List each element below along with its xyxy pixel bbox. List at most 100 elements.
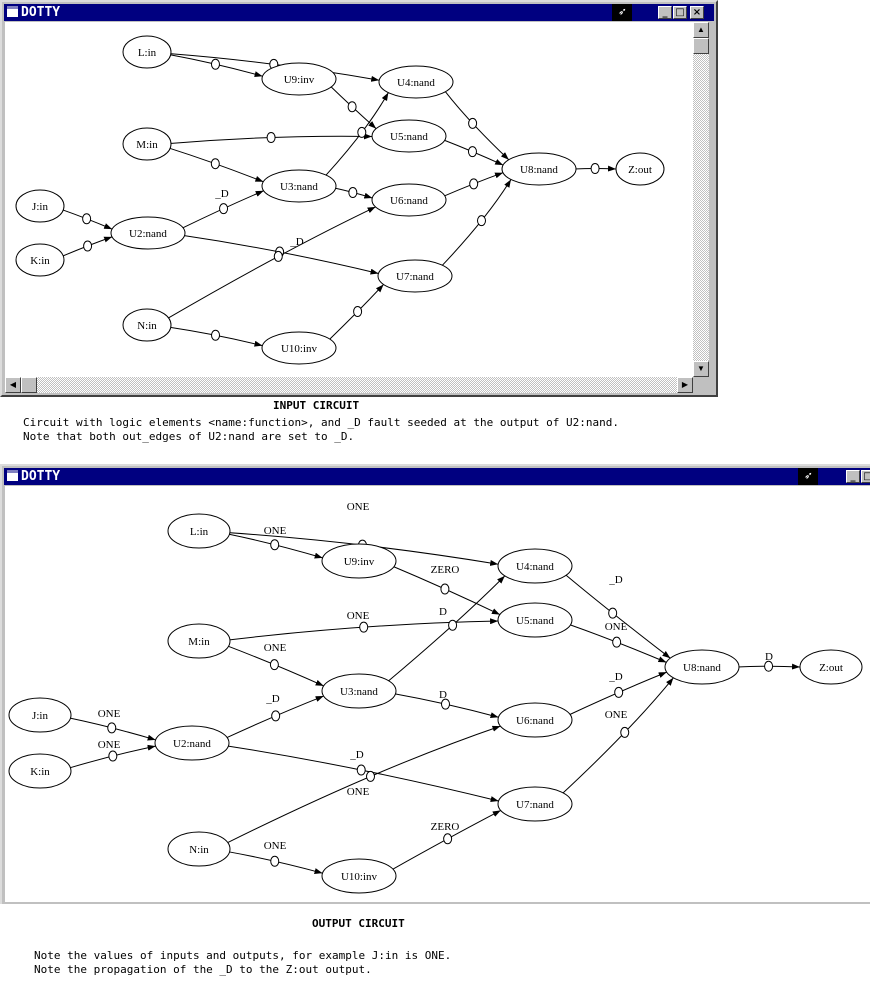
- edge-handle[interactable]: [614, 686, 624, 698]
- node-label: N:in: [189, 844, 209, 856]
- node-U10[interactable]: U10:inv: [261, 331, 337, 365]
- minimize-button[interactable]: _: [846, 470, 860, 483]
- minimize-button[interactable]: _: [658, 6, 672, 19]
- edge-handle[interactable]: [210, 158, 220, 170]
- window-title: DOTTY: [21, 469, 61, 484]
- edge-handle[interactable]: [83, 240, 93, 252]
- node-U3[interactable]: U3:nand: [321, 673, 397, 709]
- node-M[interactable]: M:in: [122, 127, 172, 161]
- caption-heading: OUTPUT CIRCUIT: [312, 917, 405, 930]
- rocket-icon[interactable]: ➶: [612, 4, 632, 21]
- scroll-left-button[interactable]: ◀: [5, 377, 21, 393]
- node-U4[interactable]: U4:nand: [497, 548, 573, 584]
- edge-handle[interactable]: [468, 117, 478, 129]
- scroll-right-button[interactable]: ▶: [677, 377, 693, 393]
- vertical-scrollbar[interactable]: ▲ ▼: [693, 22, 709, 377]
- node-U9[interactable]: U9:inv: [261, 62, 337, 96]
- node-Z[interactable]: Z:out: [799, 649, 863, 685]
- scroll-down-button[interactable]: ▼: [693, 361, 709, 377]
- node-U8[interactable]: U8:nand: [501, 152, 577, 186]
- close-button[interactable]: ×: [690, 6, 704, 19]
- edge-handle[interactable]: [107, 722, 117, 734]
- node-U8[interactable]: U8:nand: [664, 649, 740, 685]
- node-K[interactable]: K:in: [8, 753, 72, 789]
- node-U2[interactable]: U2:nand: [110, 216, 186, 250]
- node-label: N:in: [137, 320, 157, 332]
- edge-handle[interactable]: [271, 710, 281, 722]
- node-U7[interactable]: U7:nand: [377, 259, 453, 293]
- scroll-thumb[interactable]: [693, 38, 709, 54]
- node-J[interactable]: J:in: [8, 697, 72, 733]
- scroll-thumb-h[interactable]: [21, 377, 37, 393]
- edge-handle[interactable]: [210, 58, 220, 70]
- node-L[interactable]: L:in: [122, 35, 172, 69]
- edge-handle[interactable]: [357, 126, 367, 138]
- edge-handle[interactable]: [269, 659, 279, 671]
- edge-handle[interactable]: [440, 583, 450, 595]
- node-K[interactable]: K:in: [15, 243, 65, 277]
- horizontal-scrollbar[interactable]: ◀ ▶: [5, 377, 693, 393]
- edge-handle[interactable]: [266, 131, 276, 143]
- edge-handle[interactable]: [612, 636, 622, 648]
- rocket-icon[interactable]: ➶: [798, 468, 818, 485]
- edge-handle[interactable]: [359, 621, 369, 633]
- maximize-button[interactable]: □: [673, 6, 687, 19]
- edge-handle[interactable]: [356, 764, 366, 776]
- node-J[interactable]: J:in: [15, 189, 65, 223]
- node-label: U6:nand: [390, 195, 428, 207]
- edge-handle[interactable]: [467, 146, 477, 158]
- node-N[interactable]: N:in: [122, 308, 172, 342]
- scroll-up-button[interactable]: ▲: [693, 22, 709, 38]
- edge-handle[interactable]: [764, 660, 774, 672]
- edge-handle[interactable]: [476, 215, 486, 227]
- node-label: U5:nand: [390, 131, 428, 143]
- edge-handle[interactable]: [608, 607, 618, 619]
- node-U6[interactable]: U6:nand: [371, 183, 447, 217]
- edge-handle[interactable]: [347, 101, 357, 113]
- edge-handle[interactable]: [443, 833, 453, 845]
- node-M[interactable]: M:in: [167, 623, 231, 659]
- node-L[interactable]: L:in: [167, 513, 231, 549]
- edge-handle[interactable]: [353, 306, 363, 318]
- edge-handle[interactable]: [469, 178, 479, 190]
- edge-label: ONE: [264, 525, 287, 537]
- edge-handle[interactable]: [348, 186, 358, 198]
- edge-label: _D: [265, 693, 280, 705]
- maximize-button[interactable]: □: [861, 470, 870, 483]
- node-U4[interactable]: U4:nand: [378, 65, 454, 99]
- edge-label: _D: [608, 671, 623, 683]
- title-bar[interactable]: DOTTY ➶ _ □ ×: [4, 4, 714, 21]
- node-U2[interactable]: U2:nand: [154, 725, 230, 761]
- edge-handle[interactable]: [82, 213, 92, 225]
- edge-handle[interactable]: [440, 698, 450, 710]
- edge-handle[interactable]: [270, 539, 280, 551]
- title-bar[interactable]: DOTTY ➶ _ □: [4, 468, 870, 485]
- node-U5[interactable]: U5:nand: [371, 119, 447, 153]
- node-U10[interactable]: U10:inv: [321, 858, 397, 894]
- edge-handle[interactable]: [211, 329, 221, 341]
- edge-label: ONE: [605, 621, 628, 633]
- edge-handle[interactable]: [108, 750, 118, 762]
- edge-handle[interactable]: [270, 855, 280, 867]
- edge-label: ONE: [98, 708, 121, 720]
- node-label: U2:nand: [173, 738, 211, 750]
- node-Z[interactable]: Z:out: [615, 152, 665, 186]
- edge-handle[interactable]: [448, 619, 458, 631]
- node-U6[interactable]: U6:nand: [497, 702, 573, 738]
- node-U5[interactable]: U5:nand: [497, 602, 573, 638]
- edge-label: ONE: [98, 739, 121, 751]
- node-U3[interactable]: U3:nand: [261, 169, 337, 203]
- edge-handle[interactable]: [366, 770, 376, 782]
- node-U9[interactable]: U9:inv: [321, 543, 397, 579]
- edge-handle[interactable]: [620, 726, 630, 738]
- edge-handle[interactable]: [590, 162, 600, 174]
- node-N[interactable]: N:in: [167, 831, 231, 867]
- edge-handle[interactable]: [273, 250, 283, 262]
- node-label: Z:out: [819, 662, 843, 674]
- node-U7[interactable]: U7:nand: [497, 786, 573, 822]
- edge-handle[interactable]: [219, 203, 229, 215]
- node-label: U9:inv: [284, 74, 315, 86]
